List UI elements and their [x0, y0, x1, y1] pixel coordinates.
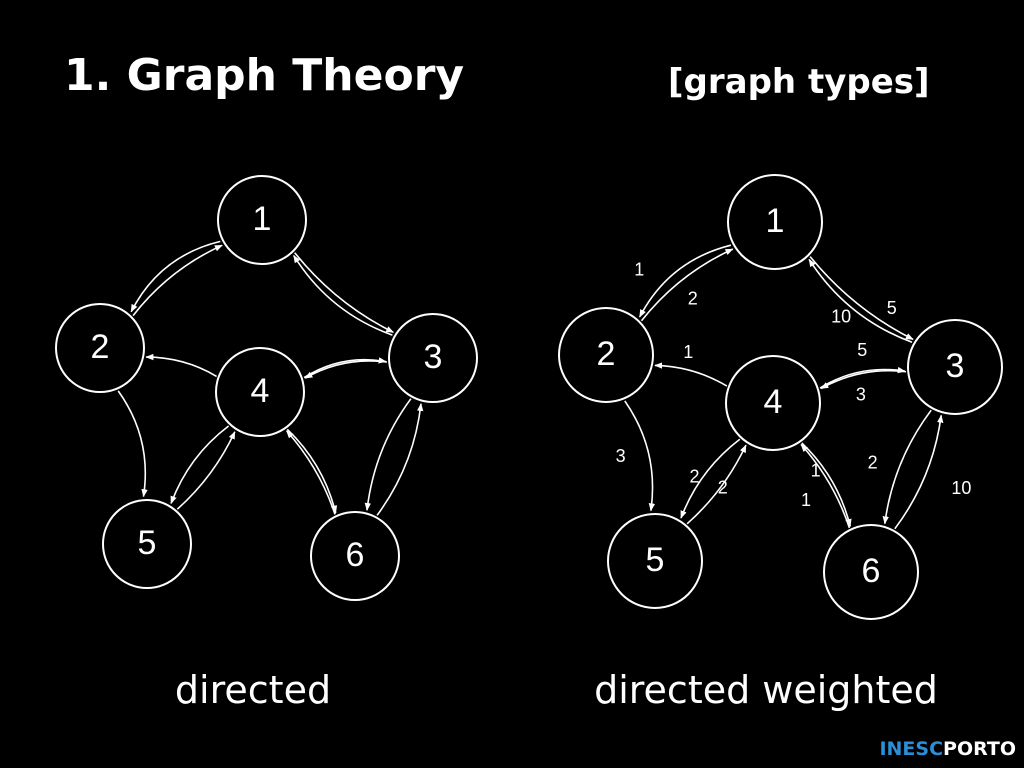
edge-4-to-6: [801, 442, 852, 528]
edge-3-to-6: [364, 398, 412, 511]
edge-6-to-4: [800, 443, 851, 529]
edge-6-to-3: [894, 414, 944, 530]
edge-weight-6-to-3: 10: [951, 478, 971, 498]
edge-weight-3-to-1: 5: [887, 298, 897, 318]
node-label-5: 5: [646, 541, 665, 579]
edge-1-to-3: [809, 256, 914, 341]
edge-4-to-3: [819, 366, 906, 389]
directed-weighted-graph-caption: directed weighted: [594, 668, 938, 712]
edge-1-to-2: [638, 244, 732, 318]
edge-2-to-1: [132, 244, 223, 317]
node-4: [215, 347, 305, 437]
inescporto-logo: INESCPORTO: [879, 738, 1016, 760]
edge-4-to-2: [654, 362, 728, 387]
node-2: [55, 303, 145, 393]
logo-text-inesc: INESC: [879, 738, 944, 760]
directed-graph-caption: directed: [174, 668, 332, 712]
edge-weight-4-to-3: 3: [856, 385, 866, 405]
node-label-3: 3: [424, 338, 443, 376]
slide-title: 1. Graph Theory: [64, 50, 465, 101]
node-label-4: 4: [764, 383, 783, 421]
directed-graph: 1 2 3 4 5 6: [55, 175, 478, 601]
node-label-3: 3: [946, 347, 965, 385]
edge-weight-2-to-5: 3: [616, 446, 626, 466]
node-3: [388, 313, 478, 403]
edge-weight-4-to-5: 2: [718, 477, 728, 497]
node-2: [558, 307, 654, 403]
edge-6-to-3: [376, 403, 424, 516]
node-label-1: 1: [766, 202, 785, 240]
node-6: [310, 511, 400, 601]
node-4: [725, 355, 821, 451]
edge-weight-5-to-4: 2: [689, 466, 699, 486]
edge-weight-2-to-1: 2: [688, 288, 698, 308]
edge-3-to-6: [882, 409, 932, 525]
edge-weight-4-to-2: 1: [683, 342, 693, 362]
slide-subtitle: [graph types]: [668, 62, 930, 102]
edge-3-to-1: [293, 254, 393, 336]
edge-5-to-4: [686, 444, 747, 525]
logo-text-porto: PORTO: [943, 738, 1016, 760]
edge-1-to-3: [294, 252, 395, 334]
edge-6-to-4: [286, 430, 336, 515]
edge-2-to-1: [640, 248, 734, 322]
edge-weight-3-to-4: 5: [857, 340, 867, 360]
node-1: [217, 175, 307, 265]
node-label-5: 5: [138, 524, 157, 562]
edge-weight-1-to-2: 1: [634, 260, 644, 280]
edge-2-to-5: [117, 390, 148, 498]
edge-weight-4-to-6: 1: [801, 490, 811, 510]
edge-1-to-2: [130, 240, 221, 313]
edge-4-to-5: [680, 438, 741, 519]
node-3: [907, 319, 1003, 415]
node-label-2: 2: [597, 335, 616, 373]
edge-4-to-3: [303, 357, 387, 379]
node-5: [607, 513, 703, 609]
edge-2-to-5: [624, 400, 656, 512]
edge-weight-3-to-6: 2: [868, 453, 878, 473]
node-label-2: 2: [91, 328, 110, 366]
node-label-4: 4: [251, 372, 270, 410]
node-5: [102, 499, 192, 589]
edge-3-to-1: [808, 258, 913, 344]
node-6: [823, 524, 919, 620]
edge-5-to-4: [176, 431, 236, 510]
edge-weight-1-to-3: 10: [831, 306, 851, 326]
edge-4-to-2: [145, 353, 218, 378]
edge-4-to-5: [170, 425, 230, 505]
node-label-1: 1: [253, 200, 272, 238]
node-label-6: 6: [346, 536, 365, 574]
node-1: [727, 174, 823, 270]
node-label-6: 6: [862, 552, 881, 590]
edge-4-to-6: [286, 428, 338, 514]
edge-weight-6-to-4: 1: [811, 460, 821, 480]
